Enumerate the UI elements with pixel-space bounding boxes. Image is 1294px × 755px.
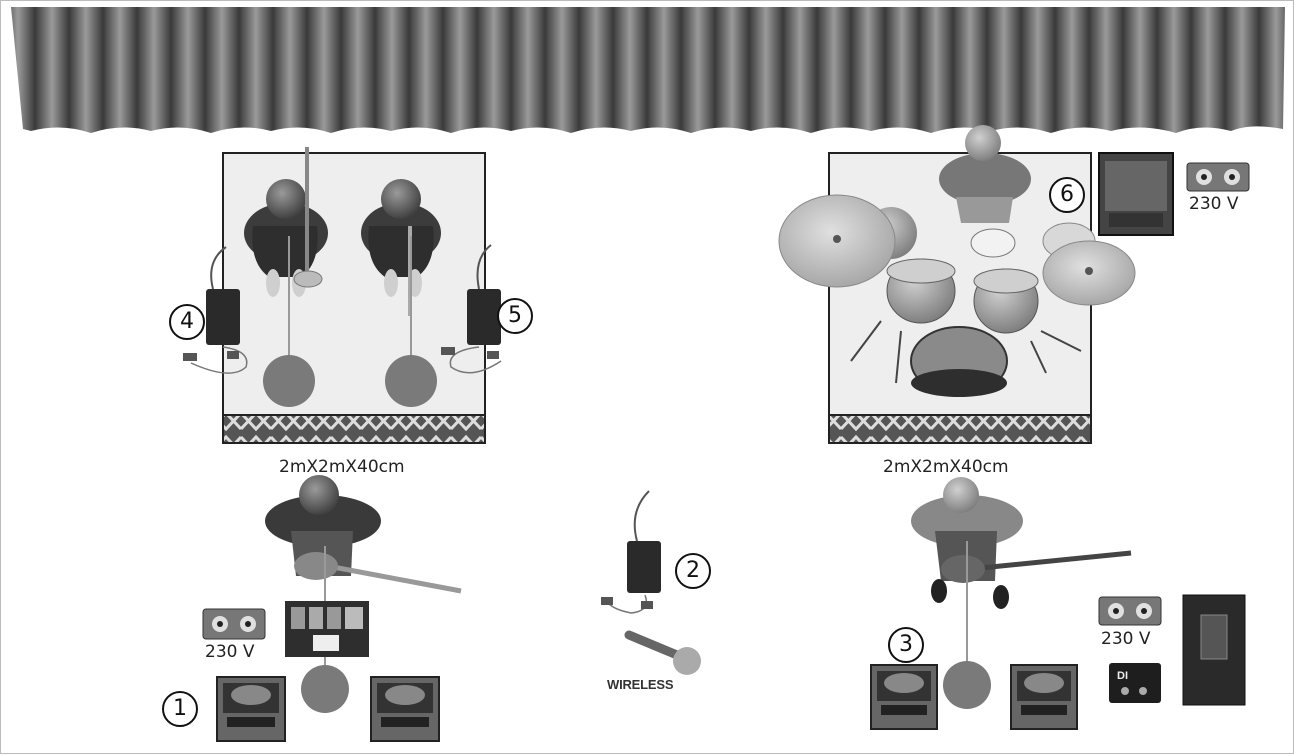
drum-monitor: [1098, 152, 1174, 236]
floor-monitor: [216, 676, 286, 742]
curtain: [11, 7, 1285, 133]
right-riser-size-label: 2mX2mX40cm: [883, 457, 1009, 477]
di-box-label: DI: [1117, 670, 1128, 682]
left-riser: [222, 152, 486, 444]
marker-1: 1: [162, 691, 198, 727]
marker-3: 3: [888, 627, 924, 663]
marker-5: 5: [497, 298, 533, 334]
wireless-vocal-kit: [601, 490, 701, 675]
marker-6: 6: [1049, 177, 1085, 213]
left-riser-size-label: 2mX2mX40cm: [279, 457, 405, 477]
power-outlet: [1186, 162, 1250, 192]
wireless-label: WIRELESS: [607, 677, 674, 692]
left-guitarist: [265, 475, 462, 594]
power-outlet: [1098, 596, 1162, 626]
marker-2: 2: [675, 553, 711, 589]
right-guitarist: [911, 477, 1132, 609]
mic-stand: [943, 541, 991, 709]
bass-amp: [1182, 594, 1246, 706]
drummer: [939, 125, 1031, 223]
power-outlet: [202, 608, 266, 640]
floor-monitor: [1010, 664, 1078, 730]
left-outlet-label: 230 V: [205, 642, 255, 662]
mic-stand: [385, 236, 437, 407]
right-outlet-label: 230 V: [1101, 629, 1151, 649]
wireless-pack: [183, 246, 248, 374]
wireless-pack: [441, 244, 502, 374]
di-box: DI: [1109, 663, 1161, 703]
drum-outlet-label: 230 V: [1189, 194, 1239, 214]
trumpet-player: [361, 179, 441, 316]
trombone-player: [244, 147, 328, 297]
mic-stand: [263, 236, 315, 407]
drum-kit: [778, 194, 1136, 397]
floor-monitor: [870, 664, 938, 730]
floor-monitor: [370, 676, 440, 742]
marker-4: 4: [169, 304, 205, 340]
pedalboard: [285, 601, 369, 657]
